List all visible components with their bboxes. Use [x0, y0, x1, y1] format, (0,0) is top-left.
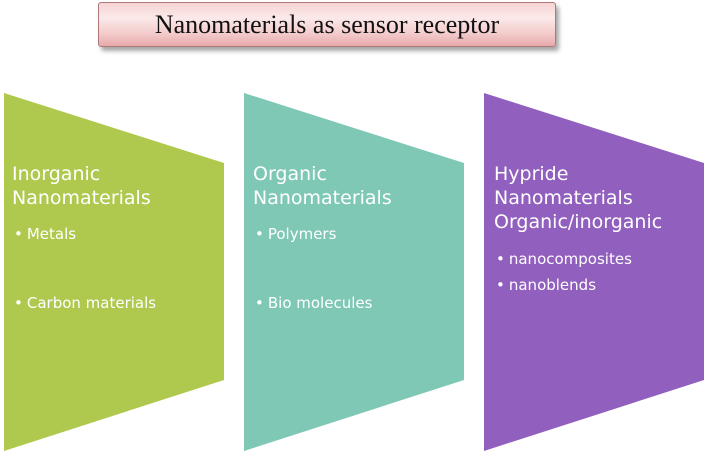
panel-hybrid-heading-line-1: Hypride [494, 163, 569, 185]
panel-organic-item-polymers: Polymers [255, 224, 337, 244]
panel-organic-heading-line-2: Nanomaterials [253, 187, 392, 209]
panel-inorganic-heading-line-1: Inorganic [12, 163, 101, 185]
diagram-title: Nanomaterials as sensor receptor [154, 9, 500, 39]
panel-hybrid-item-nanocomposites: nanocomposites [496, 249, 632, 269]
panel-organic: Organic Nanomaterials Polymers Bio molec… [253, 162, 392, 312]
panel-hybrid-item-nanoblends: nanoblends [496, 275, 596, 295]
panel-inorganic: Inorganic Nanomaterials Metals Carbon ma… [12, 162, 156, 312]
panel-inorganic-shape [4, 93, 224, 451]
panel-organic-heading-line-1: Organic [253, 163, 327, 185]
panel-hybrid-heading-line-3: Organic/inorganic [494, 211, 663, 233]
panel-hybrid: Hypride Nanomaterials Organic/inorganic … [494, 162, 663, 294]
panel-inorganic-item-metals: Metals [14, 224, 76, 244]
panel-organic-shape [244, 93, 464, 451]
panel-inorganic-heading-line-2: Nanomaterials [12, 187, 151, 209]
panel-inorganic-item-carbon: Carbon materials [14, 293, 156, 313]
title-box: Nanomaterials as sensor receptor [98, 2, 556, 47]
panel-organic-item-biomolecules: Bio molecules [255, 293, 373, 313]
panel-hybrid-heading-line-2: Nanomaterials [494, 187, 633, 209]
panel-hybrid-shape [484, 93, 704, 451]
